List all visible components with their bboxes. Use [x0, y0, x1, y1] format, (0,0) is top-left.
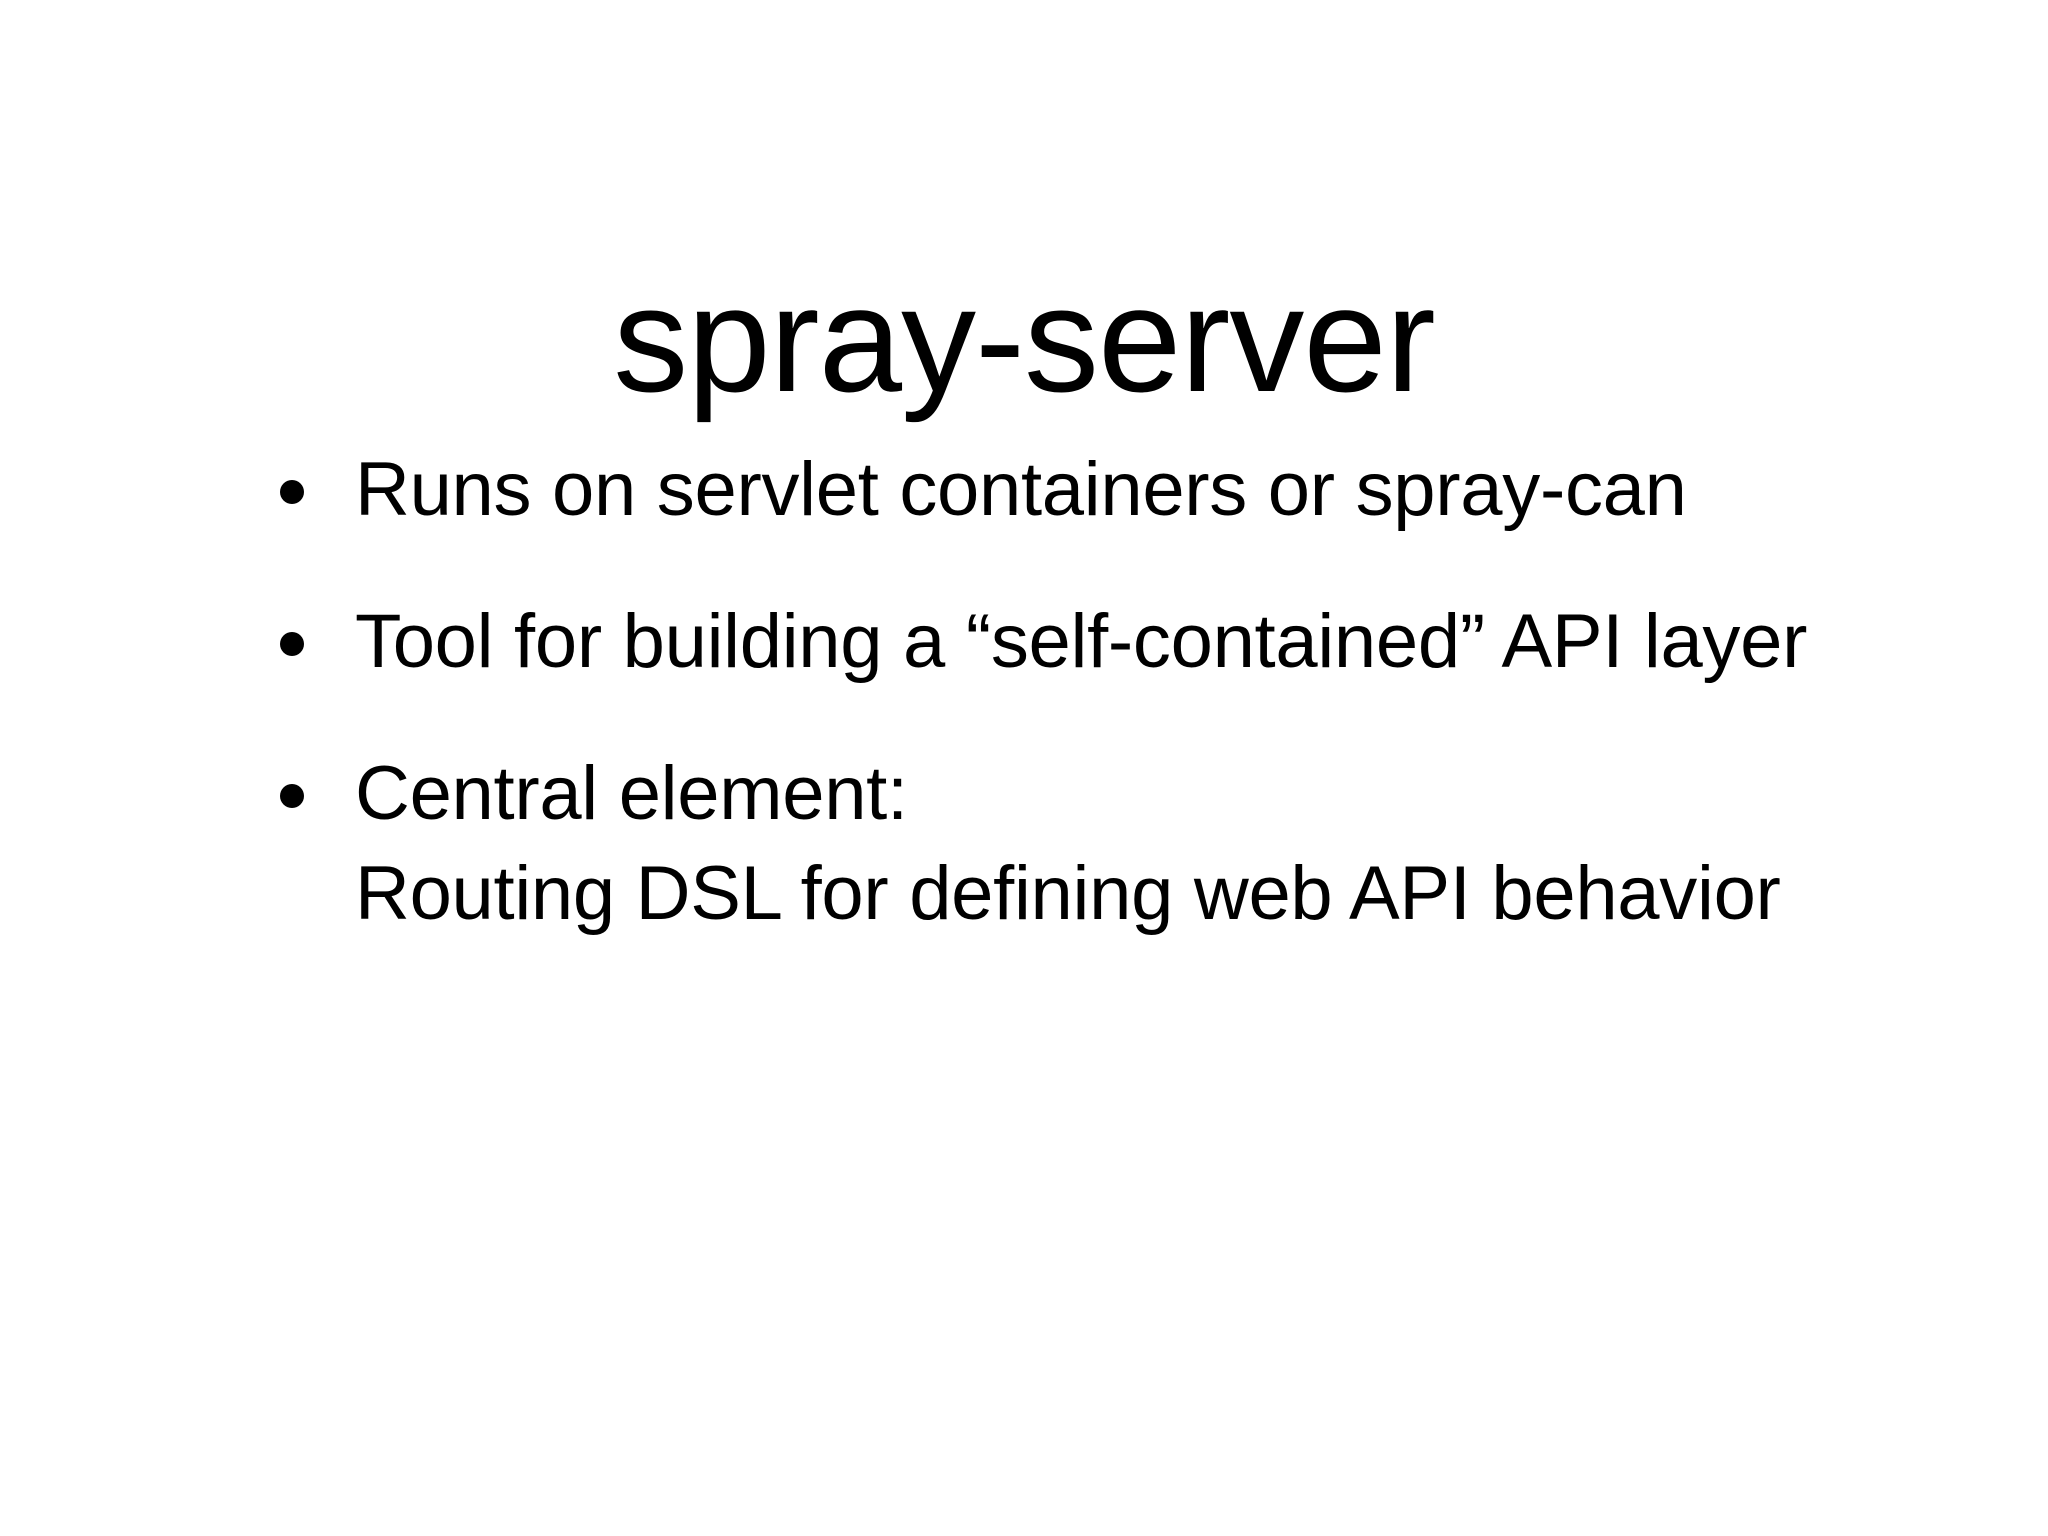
bullet-dot-icon	[280, 632, 304, 656]
list-item: Runs on servlet containers or spray-can	[262, 440, 1962, 540]
bullet-item-label: Central element: Routing DSL for definin…	[355, 751, 1781, 936]
slide-title: spray-server	[613, 254, 1436, 423]
bullet-item-label: Runs on servlet containers or spray-can	[355, 447, 1687, 532]
list-item: Central element: Routing DSL for definin…	[262, 744, 1962, 944]
bullet-list: Runs on servlet containers or spray-can …	[262, 440, 1962, 944]
bullet-dot-icon	[280, 480, 304, 504]
list-item: Tool for building a “self-contained” API…	[262, 592, 1962, 692]
bullet-dot-icon	[280, 784, 304, 808]
bullet-item-label: Tool for building a “self-contained” API…	[355, 599, 1808, 684]
